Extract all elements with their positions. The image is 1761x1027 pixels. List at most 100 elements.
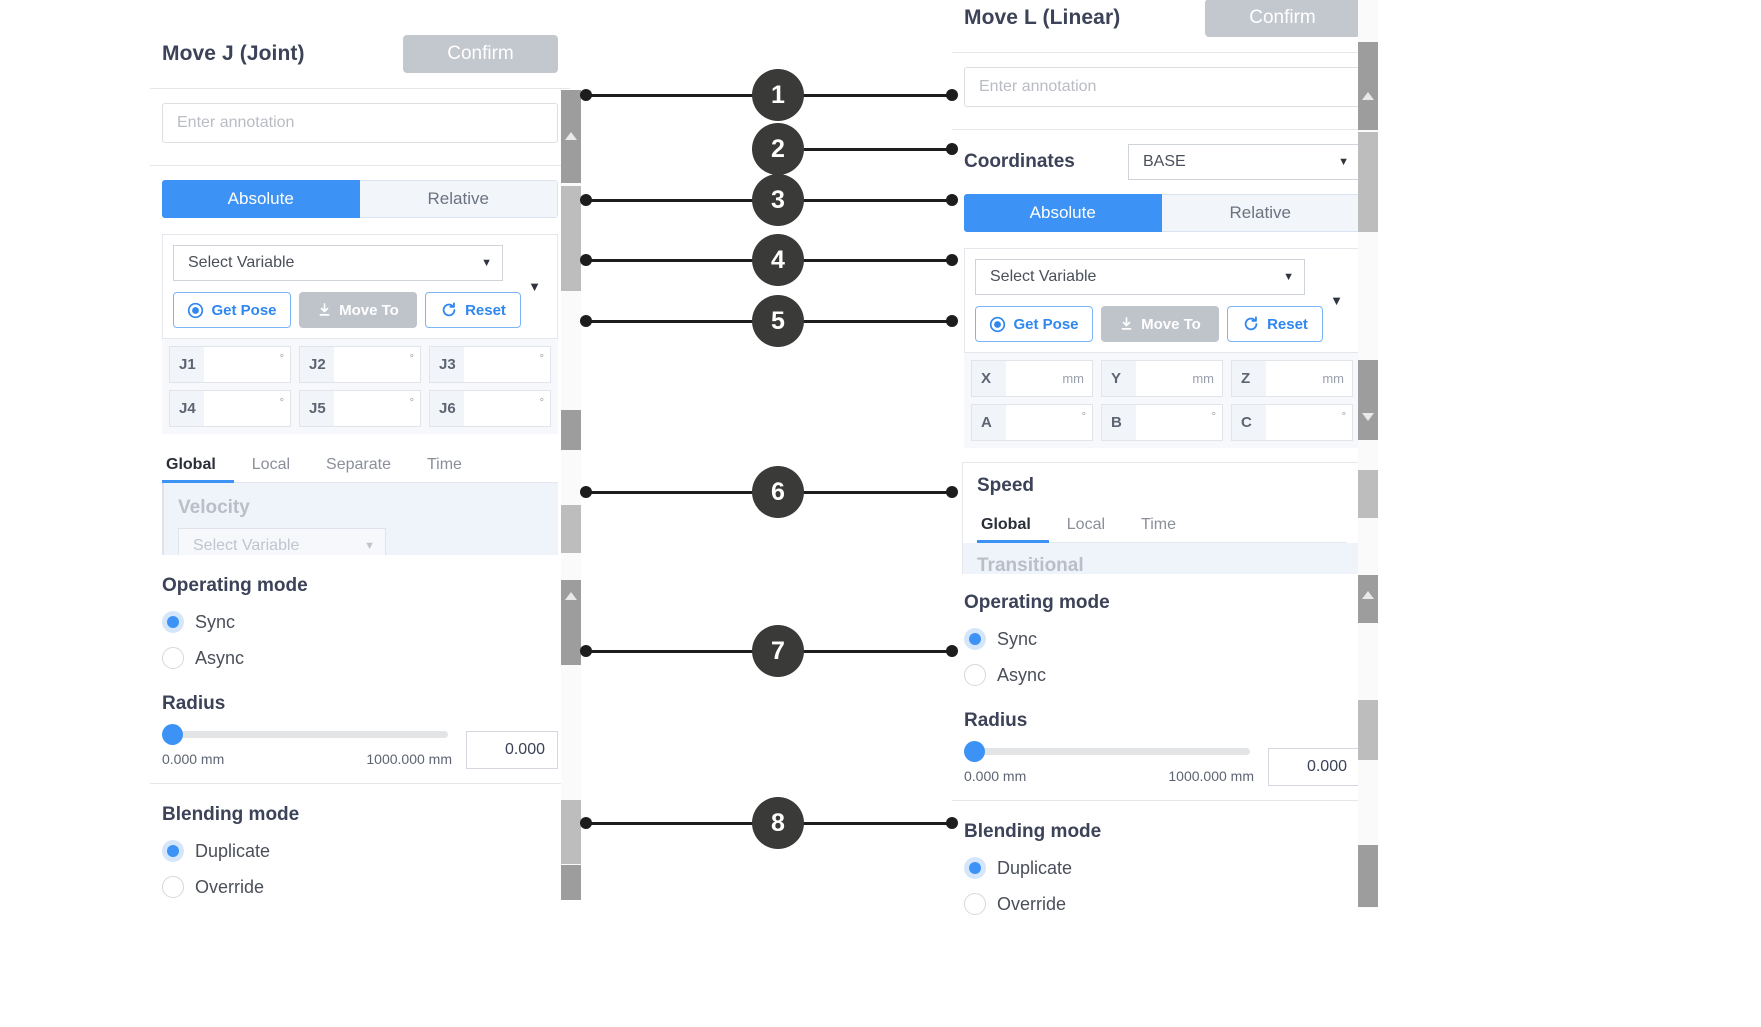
- move-j-reset-button[interactable]: Reset: [425, 292, 521, 328]
- scrollbar-thumb-fourth[interactable]: [1358, 470, 1378, 518]
- move-l-mode-segmented[interactable]: Absolute Relative: [964, 194, 1360, 232]
- pose-value[interactable]: [1136, 361, 1193, 396]
- joint-field-j3[interactable]: J3 °: [429, 346, 551, 383]
- move-j-move-to-button[interactable]: Move To: [299, 292, 417, 328]
- pose-value[interactable]: [1136, 405, 1212, 440]
- move-j-expand-caret-icon[interactable]: ▼: [528, 279, 541, 294]
- scrollbar-thumb-second[interactable]: [561, 186, 581, 291]
- joint-value[interactable]: [464, 347, 540, 382]
- move-l-tab-relative[interactable]: Relative: [1161, 194, 1360, 232]
- move-l-tab-time[interactable]: Time: [1141, 516, 1176, 533]
- move-j-tab-separate[interactable]: Separate: [326, 456, 391, 473]
- scrollbar-thumb-sixth[interactable]: [1358, 700, 1378, 760]
- scroll-up-arrow-icon[interactable]: [565, 132, 577, 140]
- radio-unselected-icon[interactable]: [964, 893, 986, 915]
- move-j-radius-input[interactable]: 0.000: [466, 731, 558, 769]
- joint-value[interactable]: [334, 347, 410, 382]
- move-j-velocity-select[interactable]: Select Variable ▼: [178, 528, 386, 555]
- move-j-scrollbar[interactable]: [561, 90, 581, 900]
- move-l-get-pose-button[interactable]: Get Pose: [975, 306, 1093, 342]
- move-l-scrollbar[interactable]: [1358, 0, 1378, 908]
- radio-selected-icon[interactable]: [964, 857, 986, 879]
- move-j-confirm-button[interactable]: Confirm: [403, 35, 558, 73]
- radio-selected-icon[interactable]: [162, 840, 184, 862]
- joint-field-j4[interactable]: J4 °: [169, 390, 291, 427]
- move-l-radius-input[interactable]: 0.000: [1268, 748, 1360, 786]
- radio-unselected-icon[interactable]: [964, 664, 986, 686]
- move-l-confirm-button[interactable]: Confirm: [1205, 0, 1360, 37]
- joint-value[interactable]: [334, 391, 410, 426]
- move-j-tab-local[interactable]: Local: [251, 456, 291, 473]
- pose-field-x[interactable]: X mm: [971, 360, 1093, 397]
- move-l-blending-duplicate-row[interactable]: Duplicate: [964, 857, 1360, 879]
- move-j-blending-duplicate-row[interactable]: Duplicate: [162, 840, 558, 862]
- radio-selected-icon[interactable]: [964, 628, 986, 650]
- move-l-operating-async-row[interactable]: Async: [964, 664, 1360, 686]
- pose-value[interactable]: [1266, 405, 1342, 440]
- joint-field-j1[interactable]: J1 °: [169, 346, 291, 383]
- pose-field-z[interactable]: Z mm: [1231, 360, 1353, 397]
- joint-field-j2[interactable]: J2 °: [299, 346, 421, 383]
- move-j-tab-absolute[interactable]: Absolute: [162, 180, 360, 218]
- move-l-speed-tabs[interactable]: Global Local Time: [977, 508, 1347, 543]
- move-l-tab-absolute[interactable]: Absolute: [964, 194, 1162, 232]
- slider-track[interactable]: [972, 748, 1250, 755]
- move-l-tab-local[interactable]: Local: [1066, 516, 1106, 533]
- move-l-annotation-input[interactable]: [964, 67, 1360, 107]
- scroll-up-arrow-icon-2[interactable]: [1362, 591, 1374, 599]
- move-l-variable-select[interactable]: Select Variable ▼: [975, 259, 1305, 295]
- pose-value[interactable]: [1006, 405, 1082, 440]
- slider-knob[interactable]: [162, 724, 183, 745]
- move-l-move-to-button[interactable]: Move To: [1101, 306, 1219, 342]
- scrollbar-thumb-top[interactable]: [1358, 42, 1378, 130]
- move-j-operating-sync-row[interactable]: Sync: [162, 611, 558, 633]
- move-j-get-pose-button[interactable]: Get Pose: [173, 292, 291, 328]
- scrollbar-thumb-fifth[interactable]: [561, 580, 581, 665]
- joint-field-j5[interactable]: J5 °: [299, 390, 421, 427]
- scrollbar-thumb-third[interactable]: [1358, 360, 1378, 440]
- joint-value[interactable]: [464, 391, 540, 426]
- move-j-mode-segmented[interactable]: Absolute Relative: [162, 180, 558, 218]
- move-j-annotation-input[interactable]: [162, 103, 558, 143]
- pose-value[interactable]: [1266, 361, 1323, 396]
- scrollbar-thumb-second[interactable]: [1358, 132, 1378, 232]
- scroll-up-arrow-icon-2[interactable]: [565, 592, 577, 600]
- joint-value[interactable]: [204, 347, 280, 382]
- radio-selected-icon[interactable]: [162, 611, 184, 633]
- pose-value[interactable]: [1006, 361, 1063, 396]
- move-j-speed-tabs[interactable]: Global Local Separate Time: [162, 448, 558, 483]
- pose-field-y[interactable]: Y mm: [1101, 360, 1223, 397]
- move-j-operating-async-row[interactable]: Async: [162, 647, 558, 669]
- slider-knob[interactable]: [964, 741, 985, 762]
- move-j-radius-slider[interactable]: [162, 724, 448, 745]
- pose-field-c[interactable]: C °: [1231, 404, 1353, 441]
- scrollbar-thumb-bottom[interactable]: [561, 865, 581, 900]
- move-l-blending-override-row[interactable]: Override: [964, 893, 1360, 915]
- pose-field-a[interactable]: A °: [971, 404, 1093, 441]
- slider-track[interactable]: [170, 731, 448, 738]
- scrollbar-thumb-fourth[interactable]: [561, 505, 581, 553]
- scroll-down-arrow-icon[interactable]: [1362, 413, 1374, 421]
- move-l-reset-button[interactable]: Reset: [1227, 306, 1323, 342]
- joint-value[interactable]: [204, 391, 280, 426]
- move-l-tab-global[interactable]: Global: [977, 508, 1049, 543]
- move-j-blending-override-row[interactable]: Override: [162, 876, 558, 898]
- move-l-radius-slider[interactable]: [964, 741, 1250, 762]
- move-j-tab-global[interactable]: Global: [162, 448, 234, 483]
- move-l-expand-caret-icon[interactable]: ▼: [1330, 293, 1343, 308]
- move-j-tab-relative[interactable]: Relative: [359, 180, 558, 218]
- move-j-variable-select[interactable]: Select Variable ▼: [173, 245, 503, 281]
- radio-unselected-icon[interactable]: [162, 876, 184, 898]
- pose-label: Y: [1102, 361, 1136, 396]
- move-l-operating-sync-row[interactable]: Sync: [964, 628, 1360, 650]
- scrollbar-thumb-sixth[interactable]: [561, 800, 581, 864]
- scroll-up-arrow-icon[interactable]: [1362, 92, 1374, 100]
- move-j-tab-time[interactable]: Time: [426, 456, 462, 473]
- radio-unselected-icon[interactable]: [162, 647, 184, 669]
- move-l-coordinates-select[interactable]: BASE ▼: [1128, 144, 1360, 180]
- scrollbar-thumb-fifth[interactable]: [1358, 575, 1378, 623]
- scrollbar-thumb-middle[interactable]: [561, 410, 581, 450]
- joint-field-j6[interactable]: J6 °: [429, 390, 551, 427]
- scrollbar-thumb-bottom[interactable]: [1358, 845, 1378, 907]
- pose-field-b[interactable]: B °: [1101, 404, 1223, 441]
